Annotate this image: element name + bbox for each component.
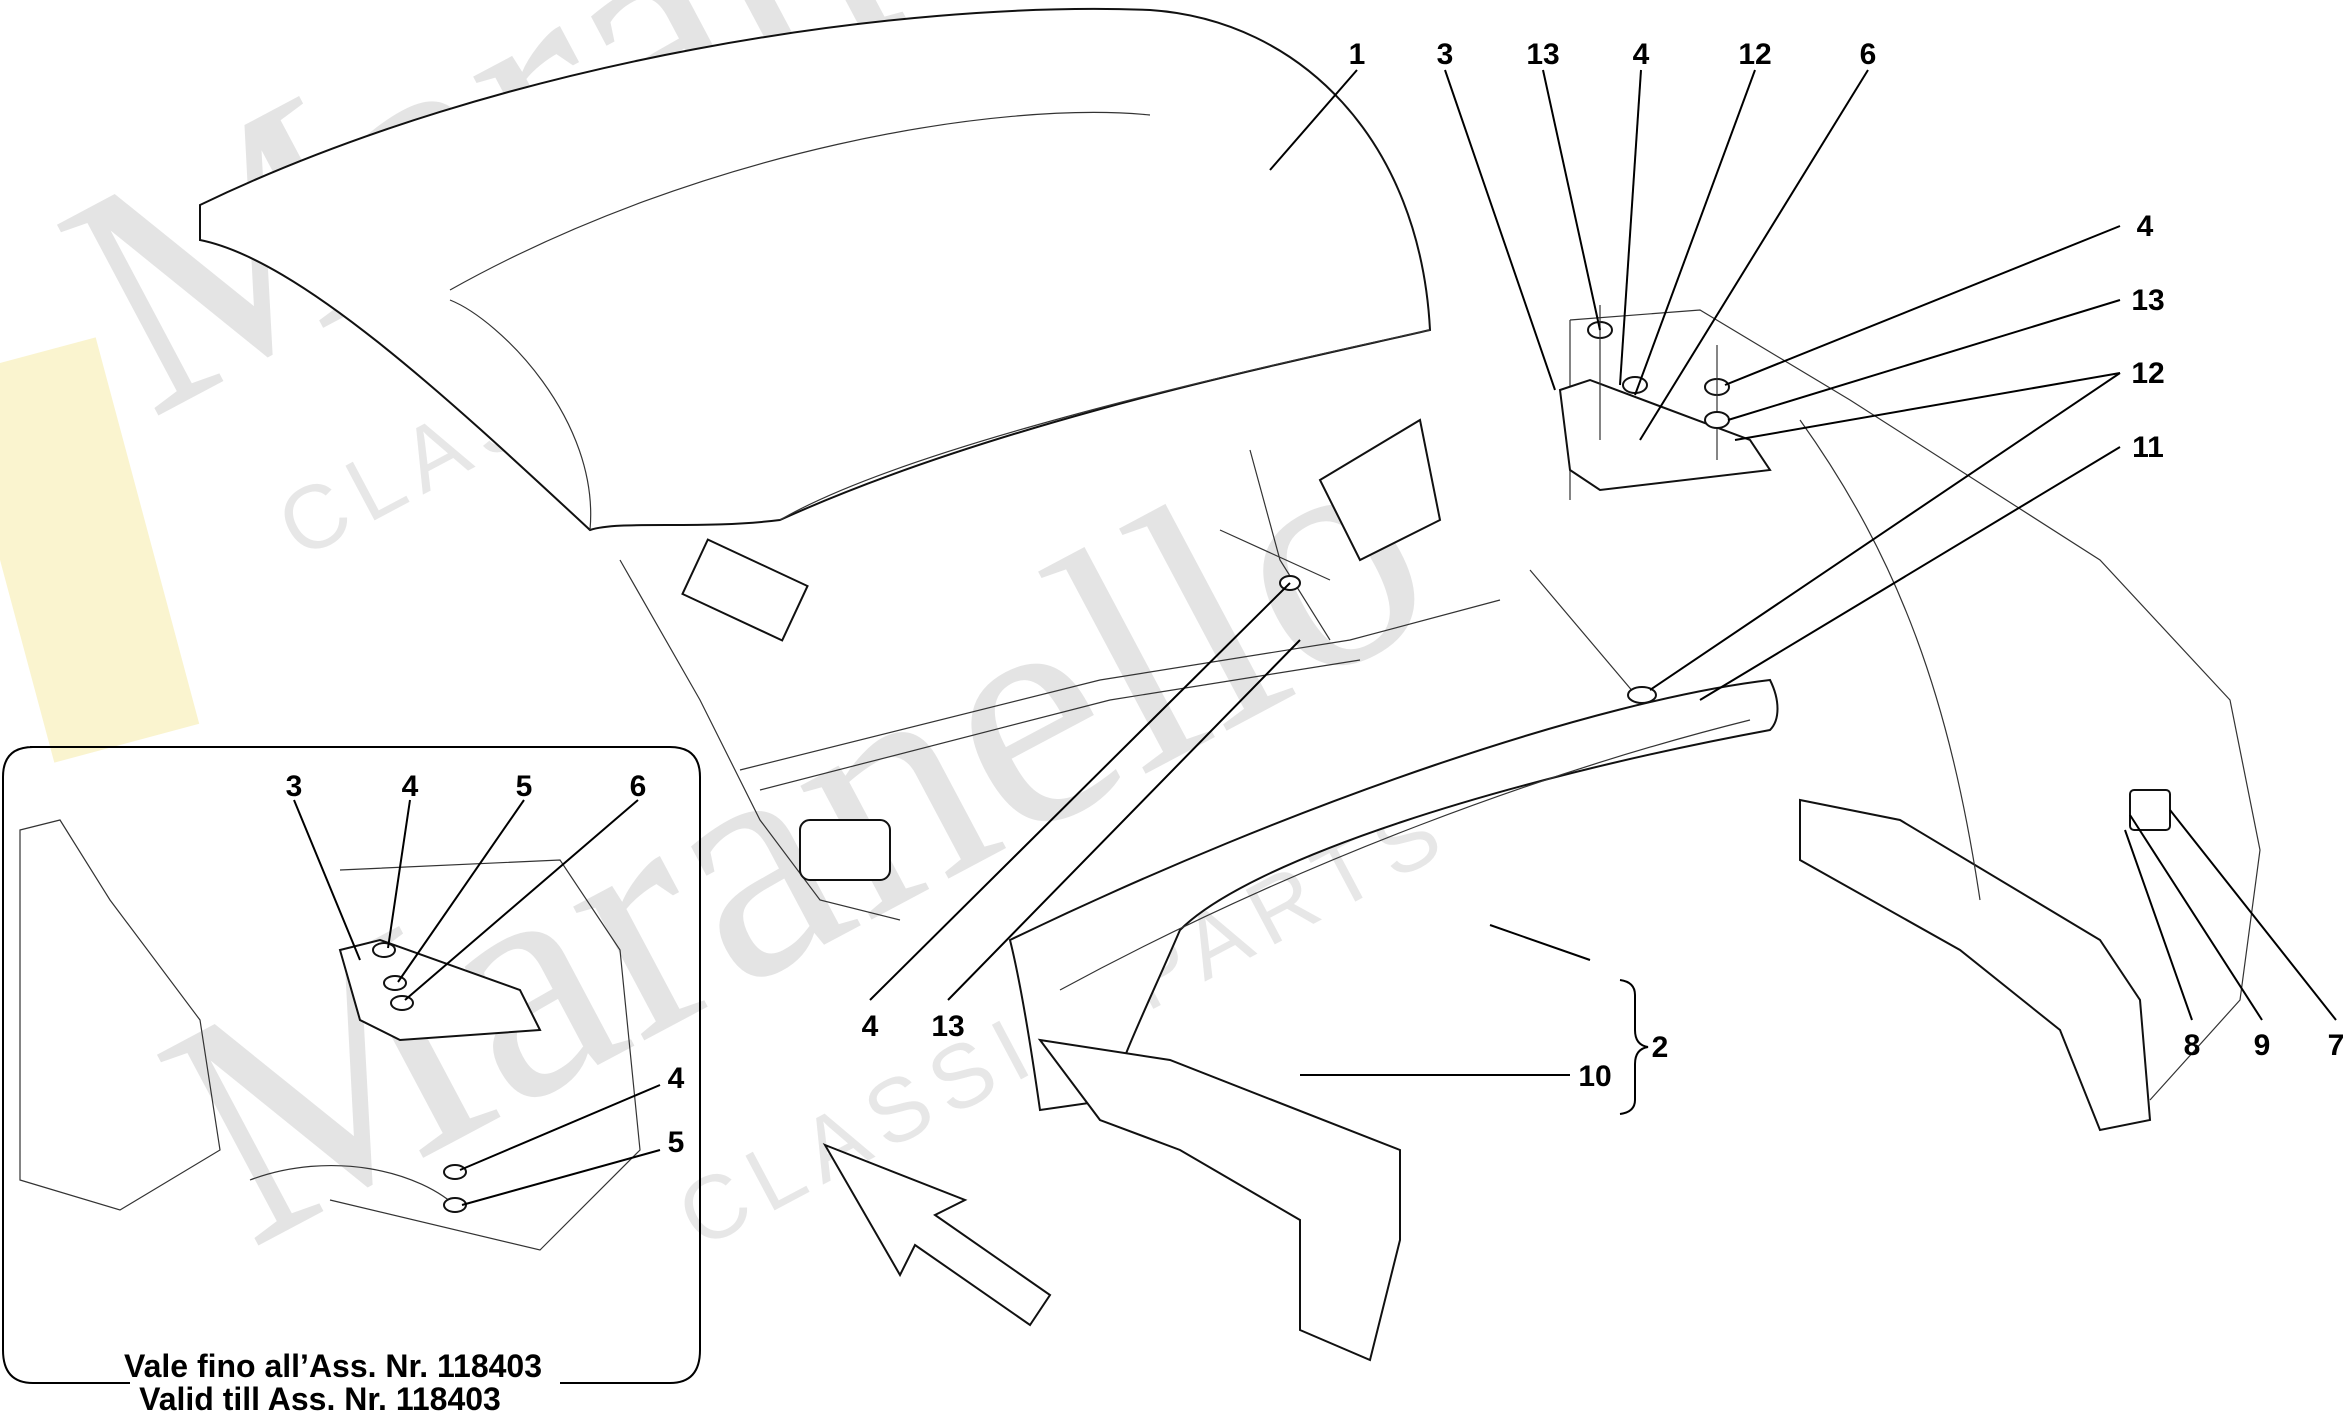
- inset-callout-6: 6: [630, 770, 647, 803]
- callout-13: 13: [931, 1010, 964, 1043]
- callout-11: 11: [2132, 431, 2164, 464]
- tonneau-frame: [1008, 678, 2152, 1362]
- callout-9: 9: [2254, 1029, 2271, 1062]
- view-direction-arrow-icon: [822, 1143, 1052, 1327]
- leader-lines: [869, 69, 2337, 1076]
- callout-3: 3: [1437, 38, 1454, 71]
- callout-4: 4: [1633, 38, 1650, 71]
- callout-7: 7: [2328, 1029, 2345, 1062]
- callout-10: 10: [1578, 1060, 1611, 1093]
- callout-12: 12: [2131, 357, 2164, 390]
- callout-1: 1: [1349, 38, 1366, 71]
- callout-2: 2: [1652, 1031, 1669, 1064]
- callout-13: 13: [2131, 284, 2164, 317]
- callout-6: 6: [1860, 38, 1877, 71]
- inset-callout-5: 5: [668, 1126, 685, 1159]
- callout-4: 4: [862, 1010, 879, 1043]
- callout-13: 13: [1526, 38, 1559, 71]
- inset-caption-english: Valid till Ass. Nr. 118403: [139, 1381, 501, 1413]
- callouts: 1 3 13 4 12 6 4 13 12 11 4 13 10 2 8 9 7: [862, 38, 2345, 1093]
- inset-callout-3: 3: [286, 770, 303, 803]
- callout-8: 8: [2184, 1029, 2201, 1062]
- callout-12: 12: [1738, 38, 1771, 71]
- soft-top-roof: [199, 7, 1432, 532]
- fasteners: [1279, 305, 1772, 704]
- bracket-2-icon: [1619, 979, 1649, 1115]
- inset-detail: 3 4 5 6 4 5 Vale fino all’Ass. Nr. 11840…: [1, 746, 701, 1413]
- hydraulic-mechanism: [619, 418, 1641, 921]
- inset-caption-italian: Vale fino all’Ass. Nr. 118403: [124, 1348, 542, 1384]
- callout-4: 4: [2137, 210, 2154, 243]
- inset-callout-4: 4: [668, 1062, 685, 1095]
- inset-callout-4: 4: [402, 770, 419, 803]
- inset-callout-5: 5: [516, 770, 533, 803]
